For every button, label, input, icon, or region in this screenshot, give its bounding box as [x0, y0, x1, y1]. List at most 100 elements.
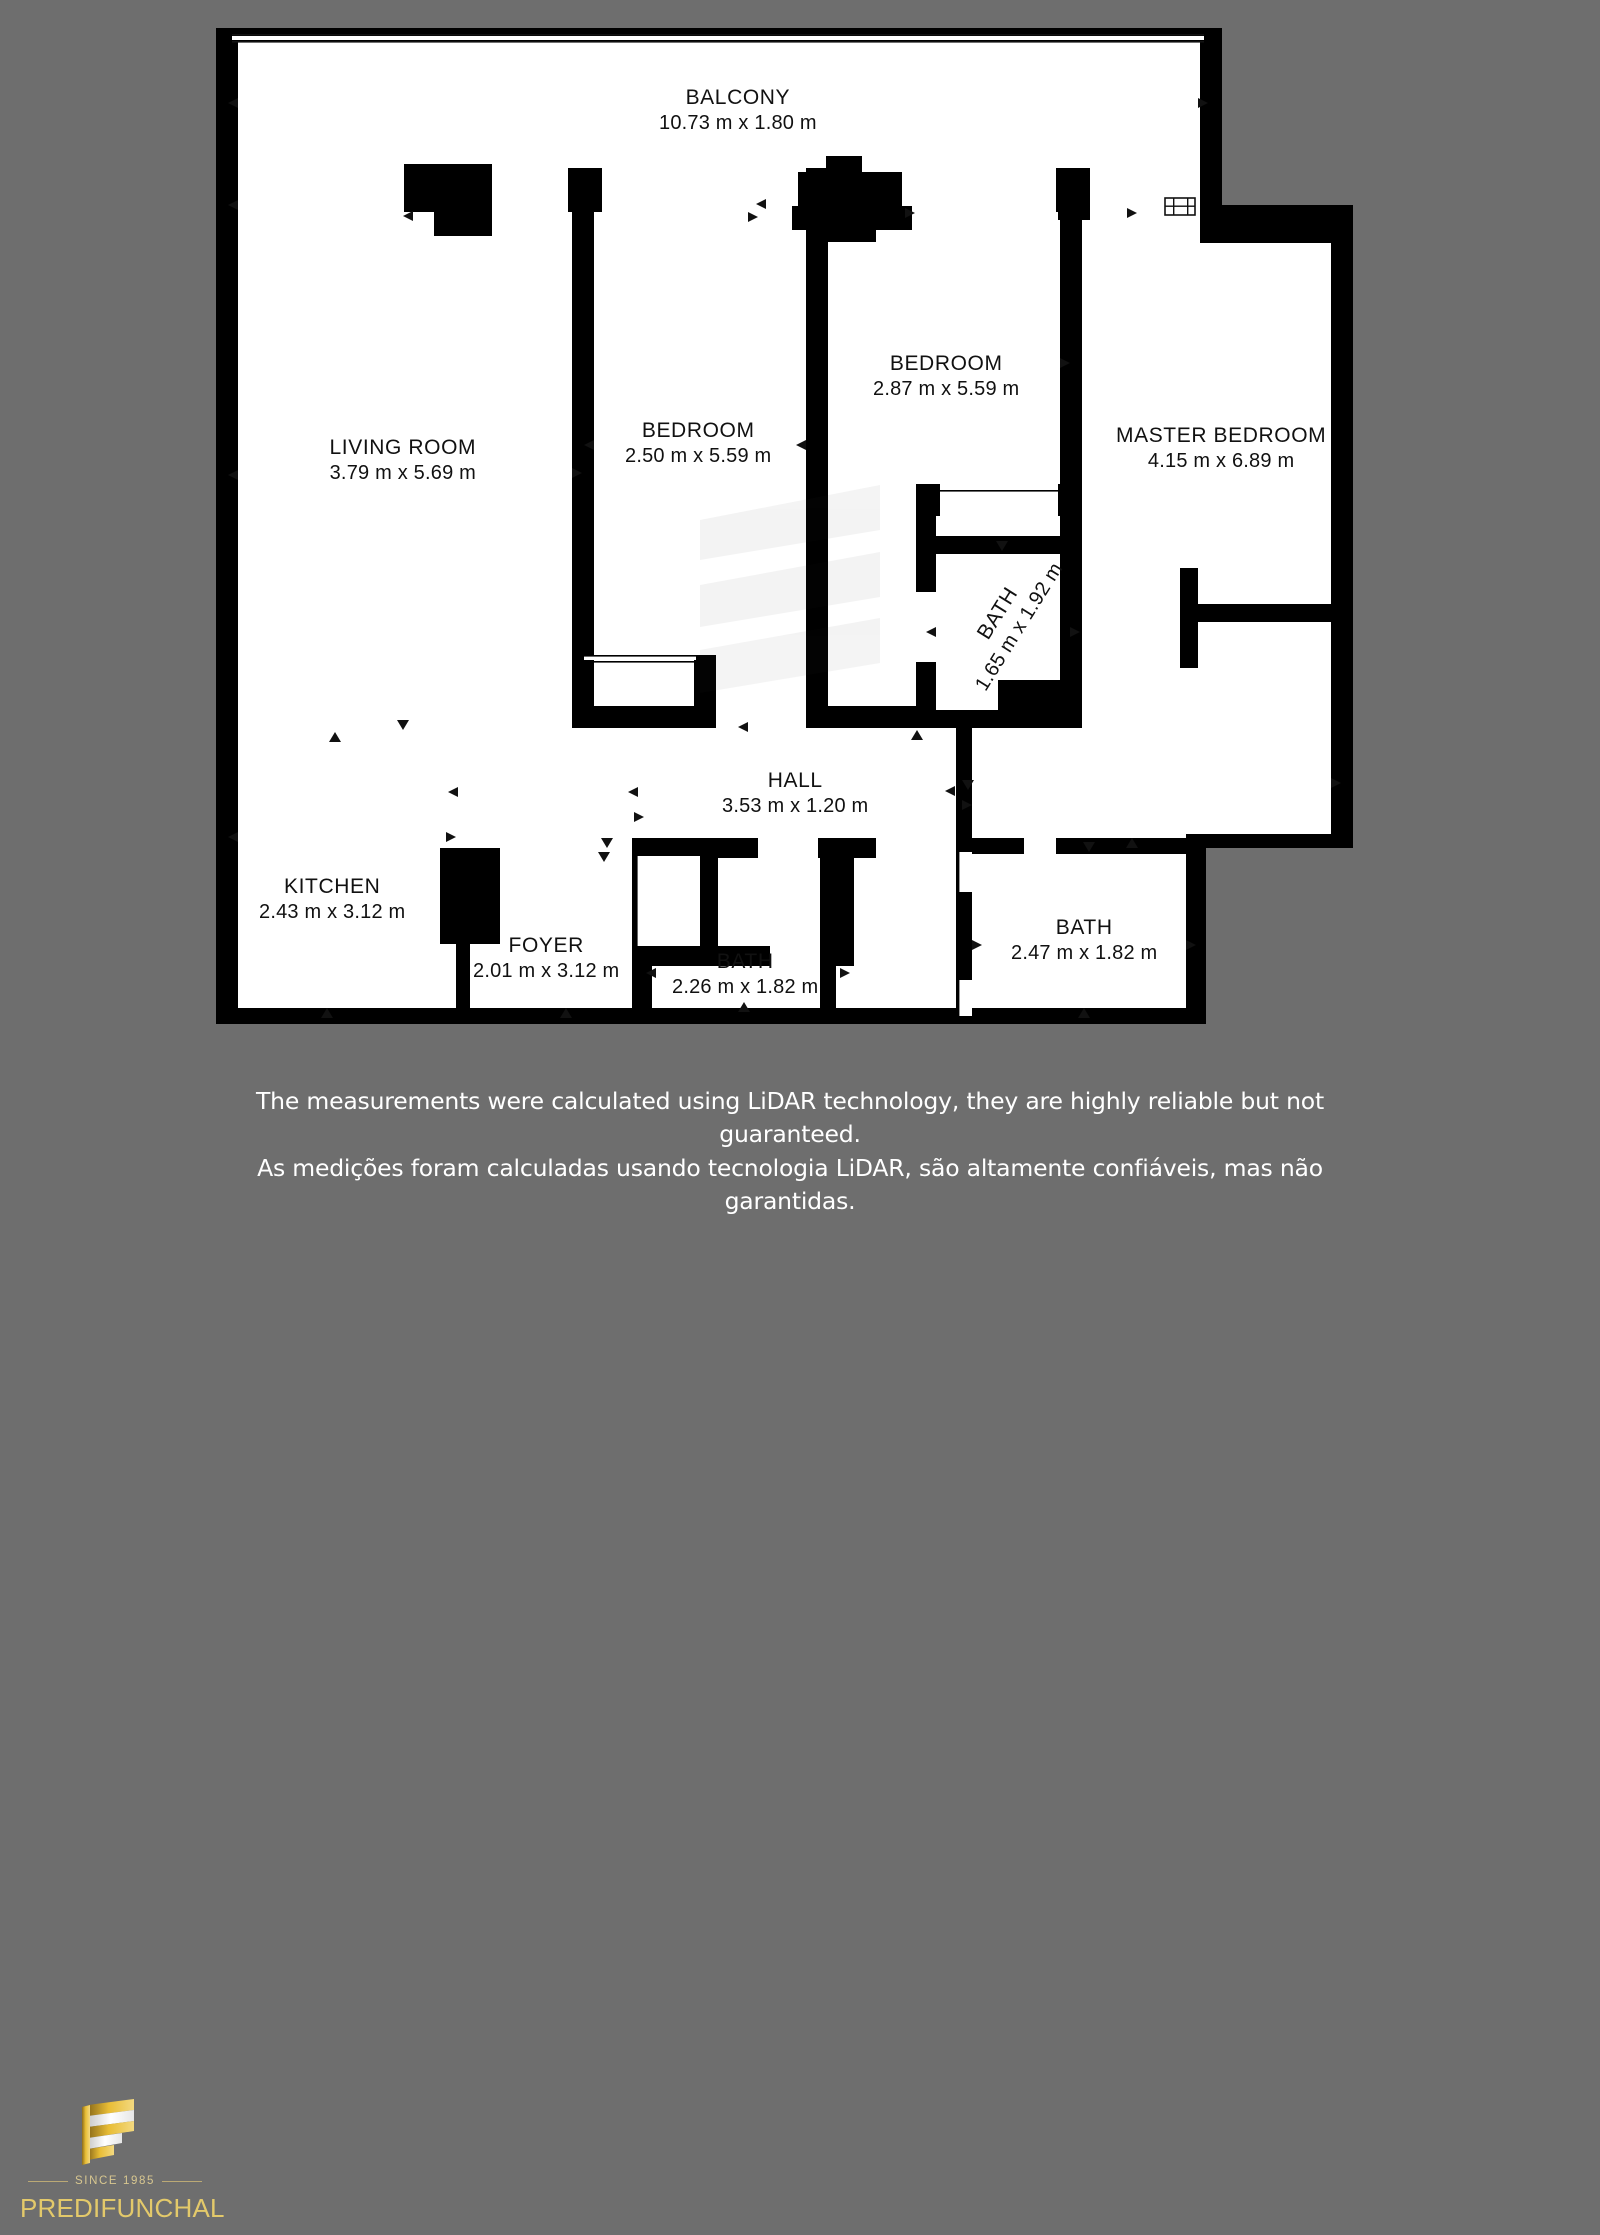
bath-master-alcove-line [936, 490, 1060, 492]
wall-pillar-center [820, 838, 854, 966]
disclaimer-line-en: The measurements were calculated using L… [256, 1087, 1324, 1149]
dim-arrow [1198, 98, 1208, 108]
wall-exterior-bottom [216, 1008, 1206, 1024]
watermark-bar-3 [700, 618, 880, 693]
dim-arrow [756, 199, 766, 209]
wall-bath-master-left-head [916, 484, 940, 516]
dim-arrow [1060, 358, 1070, 368]
wall-bath-hall-top-left [632, 838, 758, 858]
logo-since-text: SINCE 1985 [75, 2175, 155, 2187]
fixture-kitchen-counter [440, 848, 500, 944]
predifunchal-logo: SINCE 1985 PREDIFUNCHAL [20, 2095, 225, 2235]
wall-bedroom-master [1060, 168, 1082, 728]
fixture-balcony-right [1058, 168, 1090, 220]
dim-arrow [403, 211, 413, 221]
dim-arrow [738, 722, 748, 732]
fixture-balcony-center-d [822, 226, 876, 242]
dim-arrow [996, 541, 1008, 551]
dim-arrow [329, 732, 341, 742]
wall-bath-suite-top-right [1056, 838, 1186, 854]
fixture-balcony-center-b [826, 156, 862, 176]
dim-arrow [1083, 842, 1095, 852]
dim-arrow [926, 627, 936, 637]
dim-arrow [228, 832, 238, 842]
dim-arrow [945, 786, 955, 796]
bath-suite-door-line-bottom [958, 980, 960, 1016]
dim-arrow [1078, 1008, 1090, 1018]
dim-arrow [448, 787, 458, 797]
dim-arrow [321, 1008, 333, 1018]
dim-arrow [738, 1002, 750, 1012]
dim-arrow [962, 780, 974, 790]
dim-arrow [646, 968, 656, 978]
wall-bedroom-bedroom [806, 168, 828, 728]
wall-master-closet-horizontal [1180, 604, 1333, 622]
footer-bar: SINCE 1985 PREDIFUNCHAL The measurements… [0, 1045, 1600, 2223]
dim-arrow [1126, 838, 1138, 848]
wall-bath-hall-stub [700, 838, 718, 966]
dim-arrow [911, 730, 923, 740]
dim-arrow [397, 720, 409, 730]
closet-door-line-1 [584, 655, 696, 657]
watermark-bar-1 [700, 485, 880, 560]
dim-arrow [748, 212, 758, 222]
wall-bath-master-right-head [1058, 484, 1082, 516]
wall-exterior-right-bath [1186, 834, 1206, 1024]
dim-arrow [1331, 778, 1341, 788]
logo-company-name: PREDIFUNCHAL [20, 2193, 225, 2223]
dim-arrow [598, 852, 610, 862]
logo-building-icon [82, 2099, 134, 2165]
bath-suite-door-gap-top [958, 852, 972, 892]
dim-arrow [962, 800, 972, 810]
dim-arrow [972, 940, 982, 950]
balcony-rail-line-outer [232, 34, 1204, 36]
bath-suite-door-gap-bottom [958, 980, 972, 1016]
dim-arrow [1186, 940, 1196, 950]
wall-kitchen-foyer [456, 930, 470, 1024]
wall-bedroom2-bottom [806, 706, 916, 728]
closet-door-line-2 [584, 661, 696, 663]
balcony-rail [232, 34, 1204, 43]
watermark-logo [700, 485, 880, 693]
dim-arrow [228, 470, 238, 480]
measurement-disclaimer: The measurements were calculated using L… [200, 1085, 1380, 1218]
wall-bath-hall-right [820, 958, 836, 1024]
bath-master-door-gap [916, 592, 936, 662]
disclaimer-line-pt: As medições foram calculadas usando tecn… [257, 1153, 1323, 1216]
dim-arrow [840, 968, 850, 978]
wall-living-bedroom-head [568, 168, 602, 212]
bath-hall-closet-line [636, 856, 638, 946]
plan-geometry [216, 28, 1353, 1024]
dim-arrow [228, 98, 238, 108]
dim-arrow [560, 1008, 572, 1018]
dim-arrow [601, 838, 613, 848]
wall-exterior-notch-top [1200, 205, 1353, 243]
wall-exterior-left [216, 28, 238, 1024]
dim-arrow [446, 832, 456, 842]
wall-exterior-notch-bottom [1186, 834, 1353, 848]
watermark-bar-2 [700, 552, 880, 627]
dim-arrow [1070, 627, 1080, 637]
window-transom [1165, 205, 1195, 207]
wall-bath-suite-top-left [956, 838, 1024, 854]
wall-bedroom-closet-right [694, 655, 716, 728]
wall-bedroom-bottom-left [572, 706, 714, 728]
interior-walls [404, 156, 1333, 1024]
fixture-balcony-left-a [404, 164, 492, 212]
window-balcony-right [1164, 197, 1196, 216]
logo-spine [82, 2105, 90, 2165]
dim-arrow [1127, 208, 1137, 218]
bath-suite-door-line-top [958, 852, 960, 892]
bath-hall-closet-gap [636, 856, 700, 946]
dim-arrow [905, 208, 915, 218]
logo-rule-right [161, 2180, 202, 2182]
dim-arrow [584, 440, 594, 450]
balcony-rail-line-inner [232, 41, 1204, 43]
dim-arrow [634, 812, 644, 822]
dim-arrow [796, 440, 806, 450]
logo-since-row: SINCE 1985 [20, 2173, 210, 2189]
wall-living-bedroom [572, 168, 594, 728]
wall-exterior-right-upper [1200, 28, 1222, 210]
fixture-balcony-left-b [434, 208, 492, 236]
